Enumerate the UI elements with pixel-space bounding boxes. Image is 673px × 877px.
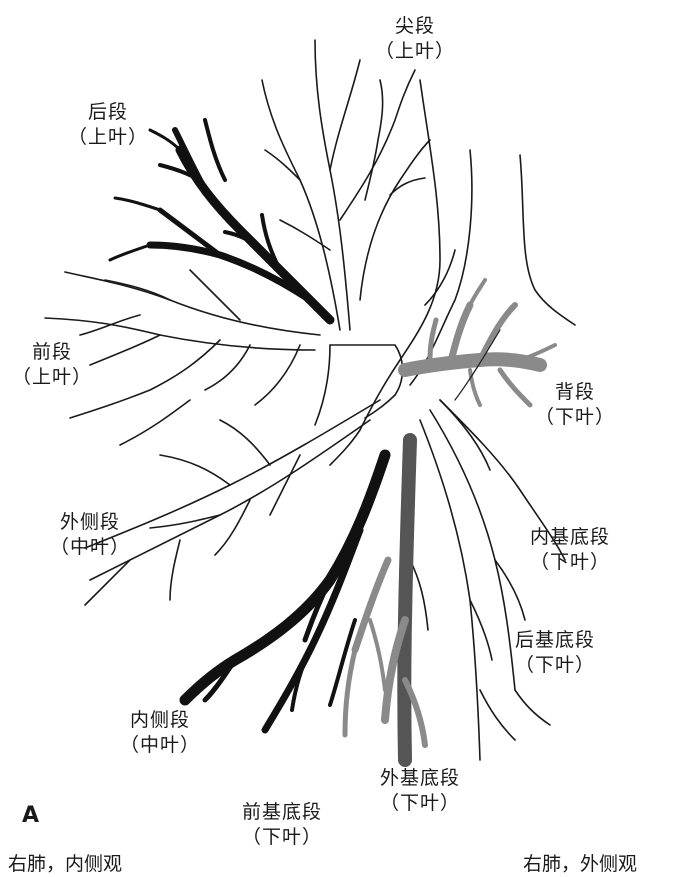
label-lateral-middle-name: 外侧段 [35, 510, 145, 535]
label-lateral-basal-lobe: （下叶） [355, 791, 485, 816]
label-lateral-middle-lobe: （中叶） [35, 535, 145, 560]
label-lateral-middle: 外侧段 （中叶） [35, 510, 145, 560]
label-superior-lower-lobe: （下叶） [525, 405, 625, 430]
label-posterior-basal: 后基底段 （下叶） [490, 628, 620, 678]
label-apical-name: 尖段 [365, 14, 465, 39]
label-apical-lobe: （上叶） [365, 39, 465, 64]
label-anterior-name: 前段 [2, 340, 102, 365]
label-anterior-lobe: （上叶） [2, 365, 102, 390]
gray-branches [345, 280, 555, 760]
label-lateral-basal-name: 外基底段 [355, 766, 485, 791]
label-anterior-basal-lobe: （下叶） [217, 825, 347, 850]
label-posterior-lobe: （上叶） [58, 125, 158, 150]
label-superior-lower-name: 背段 [525, 380, 625, 405]
label-apical: 尖段 （上叶） [365, 14, 465, 64]
black-branches [110, 120, 385, 730]
label-medial-basal-lobe: （下叶） [505, 550, 635, 575]
label-lateral-basal: 外基底段 （下叶） [355, 766, 485, 816]
label-anterior-basal-name: 前基底段 [217, 800, 347, 825]
label-posterior-basal-lobe: （下叶） [490, 653, 620, 678]
panel-letter: A [22, 803, 39, 828]
label-medial-basal: 内基底段 （下叶） [505, 525, 635, 575]
label-medial-middle-name: 内侧段 [105, 708, 215, 733]
label-posterior: 后段 （上叶） [58, 100, 158, 150]
caption-right: 右肺，外侧观 [523, 852, 637, 876]
label-medial-basal-name: 内基底段 [505, 525, 635, 550]
label-posterior-basal-name: 后基底段 [490, 628, 620, 653]
label-anterior-basal: 前基底段 （下叶） [217, 800, 347, 850]
label-posterior-name: 后段 [58, 100, 158, 125]
label-medial-middle-lobe: （中叶） [105, 733, 215, 758]
caption-left: 右肺，内侧观 [8, 852, 122, 876]
label-superior-lower: 背段 （下叶） [525, 380, 625, 430]
label-medial-middle: 内侧段 （中叶） [105, 708, 215, 758]
label-anterior: 前段 （上叶） [2, 340, 102, 390]
